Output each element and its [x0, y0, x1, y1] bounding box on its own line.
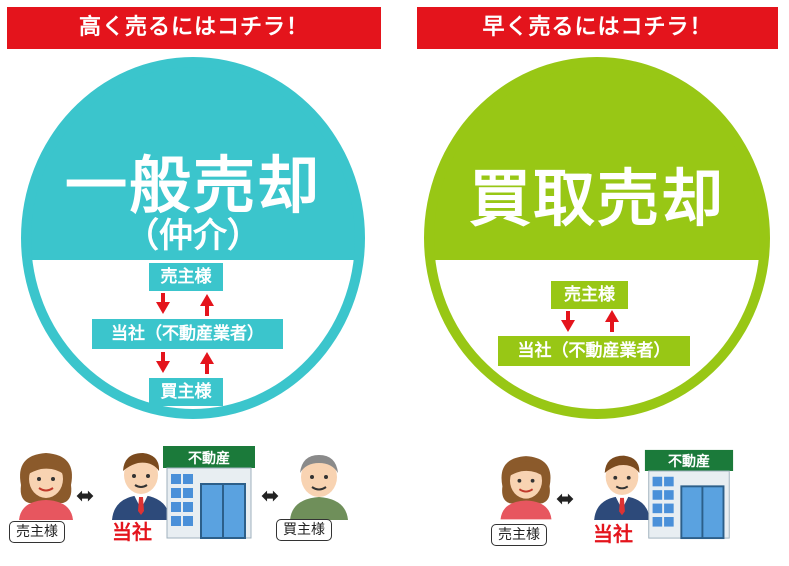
left-seller-label: 売主様 — [9, 521, 65, 543]
right-agent-box: 当社（不動産業者） — [498, 336, 690, 366]
right-seller-label: 売主様 — [491, 524, 547, 546]
left-buyer-box: 買主様 — [149, 378, 223, 406]
left-title: 一般売却 — [64, 149, 321, 222]
left-banner: 高く売るにはコチラ！ — [7, 7, 381, 49]
right-title: 買取売却 — [468, 162, 725, 235]
right-company-label: 当社 — [593, 522, 633, 546]
right-seller-box: 売主様 — [551, 281, 628, 309]
left-exchange-arrow-2: ⬌ — [261, 484, 280, 509]
left-subtitle: （仲介） — [125, 216, 261, 256]
left-buyer-label: 買主様 — [276, 519, 332, 541]
left-seller-box: 売主様 — [149, 263, 223, 291]
right-store-sign: 不動産 — [668, 454, 710, 470]
right-banner: 早く売るにはコチラ！ — [417, 7, 778, 49]
right-real-estate-store-icon — [644, 449, 734, 540]
buyer-person-icon — [290, 455, 348, 520]
right-seller-person-icon — [500, 456, 552, 520]
left-store-sign: 不動産 — [188, 451, 230, 467]
left-agent-box: 当社（不動産業者） — [92, 319, 283, 349]
company-staff-icon — [112, 453, 170, 520]
seller-person-icon — [19, 453, 73, 520]
left-real-estate-store-icon — [163, 446, 255, 539]
left-exchange-arrow-1: ⬌ — [76, 484, 95, 509]
right-company-staff-icon — [594, 455, 650, 520]
left-company-label: 当社 — [112, 520, 152, 544]
right-exchange-arrow: ⬌ — [556, 487, 575, 512]
